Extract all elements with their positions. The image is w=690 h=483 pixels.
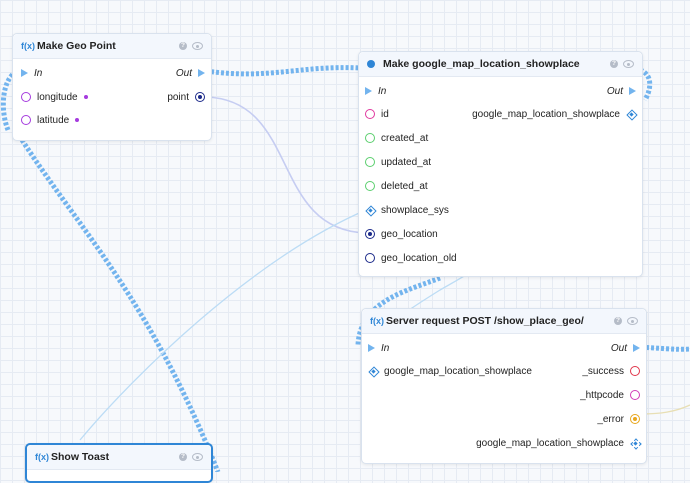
- node-show-toast[interactable]: f(x) Show Toast ?: [25, 443, 213, 483]
- pin-circle-icon[interactable]: [21, 92, 31, 102]
- node-header[interactable]: f(x) Server request POST /show_place_geo…: [362, 309, 646, 334]
- pin-circle-filled-icon[interactable]: [195, 92, 205, 102]
- pin-out[interactable]: Out: [606, 340, 640, 356]
- exec-out-icon[interactable]: [633, 344, 640, 352]
- exec-in-icon[interactable]: [368, 344, 375, 352]
- pin-success[interactable]: _success: [577, 363, 640, 379]
- pin-circle-icon[interactable]: [21, 115, 31, 125]
- exec-wire-geo-to-showplace[interactable]: [205, 65, 361, 77]
- data-wire-server-success[interactable]: [639, 404, 690, 415]
- pin-in[interactable]: In: [21, 65, 47, 81]
- pin-created-at[interactable]: created_at: [365, 130, 433, 146]
- pin-geo-location[interactable]: geo_location: [365, 226, 443, 242]
- pin-updated-at[interactable]: updated_at: [365, 154, 436, 170]
- pin-circle-icon[interactable]: [365, 157, 375, 167]
- node-make-geo-point[interactable]: f(x) Make Geo Point ? In Out longitude l…: [12, 33, 212, 141]
- pin-out[interactable]: Out: [602, 83, 636, 99]
- node-title: Server request POST /show_place_geo/: [386, 315, 584, 327]
- node-title: Make google_map_location_showplace: [383, 58, 580, 70]
- fx-icon: f(x): [35, 452, 49, 462]
- pin-in[interactable]: In: [368, 340, 394, 356]
- struct-pin-icon[interactable]: [626, 109, 636, 119]
- node-title: Show Toast: [51, 451, 110, 463]
- pin-circle-filled-icon[interactable]: [365, 229, 375, 239]
- pin-id[interactable]: id: [365, 106, 394, 122]
- pin-dot-icon: [83, 95, 88, 99]
- struct-pin-icon[interactable]: [630, 438, 640, 448]
- pin-circle-icon[interactable]: [365, 181, 375, 191]
- help-icon[interactable]: ?: [179, 42, 187, 50]
- node-make-showplace[interactable]: Make google_map_location_showplace ? In …: [358, 51, 643, 277]
- pin-latitude[interactable]: latitude: [21, 112, 80, 128]
- fx-icon: f(x): [370, 316, 384, 326]
- node-header[interactable]: f(x) Show Toast ?: [27, 445, 211, 470]
- pin-circle-icon[interactable]: [630, 366, 640, 376]
- node-header[interactable]: f(x) Make Geo Point ?: [13, 34, 211, 59]
- pin-error[interactable]: _error: [592, 411, 640, 427]
- pin-out[interactable]: Out: [171, 65, 205, 81]
- node-title: Make Geo Point: [37, 40, 116, 52]
- node-header[interactable]: Make google_map_location_showplace ?: [359, 52, 642, 77]
- pin-in[interactable]: In: [365, 83, 391, 99]
- eye-icon[interactable]: [192, 453, 203, 461]
- pin-showplace-sys[interactable]: showplace_sys: [365, 202, 454, 218]
- exec-in-icon[interactable]: [21, 69, 28, 77]
- pin-circle-icon[interactable]: [365, 133, 375, 143]
- exec-in-icon[interactable]: [365, 87, 372, 95]
- pin-httpcode[interactable]: _httpcode: [575, 387, 640, 403]
- exec-wire-geo-to-toast[interactable]: [19, 138, 221, 472]
- pin-geo-location-old[interactable]: geo_location_old: [365, 250, 462, 266]
- pin-out-showplace[interactable]: google_map_location_showplace: [471, 435, 640, 451]
- help-icon[interactable]: ?: [179, 453, 187, 461]
- node-server-request[interactable]: f(x) Server request POST /show_place_geo…: [361, 308, 647, 464]
- pin-circle-filled-icon[interactable]: [630, 414, 640, 424]
- eye-icon[interactable]: [623, 60, 634, 68]
- exec-out-icon[interactable]: [629, 87, 636, 95]
- pin-longitude[interactable]: longitude: [21, 89, 88, 105]
- fx-icon: f(x): [21, 41, 35, 51]
- pin-dot-icon: [75, 118, 80, 122]
- eye-icon[interactable]: [192, 42, 203, 50]
- dot-icon: [367, 60, 375, 68]
- pin-in-showplace[interactable]: google_map_location_showplace: [368, 363, 537, 379]
- pin-circle-icon[interactable]: [365, 109, 375, 119]
- pin-point[interactable]: point: [162, 89, 205, 105]
- data-wire-point-to-geo-location[interactable]: [205, 96, 367, 234]
- struct-pin-icon[interactable]: [368, 366, 378, 376]
- help-icon[interactable]: ?: [610, 60, 618, 68]
- pin-circle-icon[interactable]: [365, 253, 375, 263]
- eye-icon[interactable]: [627, 317, 638, 325]
- pin-out-showplace[interactable]: google_map_location_showplace: [467, 106, 636, 122]
- data-wire-showplace-to-toast[interactable]: [79, 209, 367, 441]
- struct-pin-icon[interactable]: [365, 205, 375, 215]
- exec-out-icon[interactable]: [198, 69, 205, 77]
- pin-circle-icon[interactable]: [630, 390, 640, 400]
- pin-deleted-at[interactable]: deleted_at: [365, 178, 433, 194]
- help-icon[interactable]: ?: [614, 317, 622, 325]
